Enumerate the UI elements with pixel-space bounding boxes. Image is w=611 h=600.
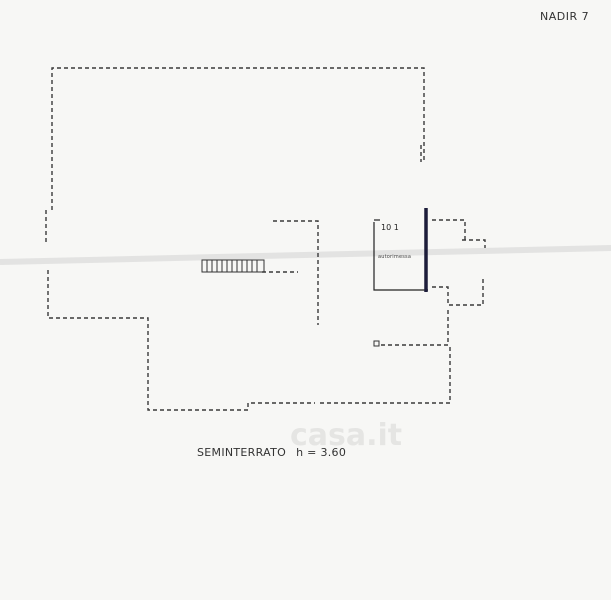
sheet-title: NADIR 7 (540, 10, 590, 23)
outer-wall-left-lower (45, 210, 315, 411)
pillar-marker (373, 340, 380, 347)
paper-crease (0, 245, 611, 265)
floor-height: h = 3.60 (296, 446, 347, 459)
outer-wall-bottom-right (320, 345, 451, 404)
floor-caption: SEMINTERRATO h = 3.60 (197, 446, 346, 459)
room-number: 10 1 (381, 223, 399, 232)
floor-name: SEMINTERRATO (197, 446, 287, 459)
stair (201, 259, 265, 273)
room-label: autorimessa (378, 254, 412, 260)
watermark-logo: casa.it (290, 418, 403, 453)
right-wing-middle (432, 278, 484, 306)
right-wing-lower (378, 310, 449, 346)
right-wing-top (432, 219, 486, 248)
garage-wall (373, 222, 428, 291)
outer-wall-main (51, 67, 425, 210)
inner-wall-center (273, 220, 319, 325)
